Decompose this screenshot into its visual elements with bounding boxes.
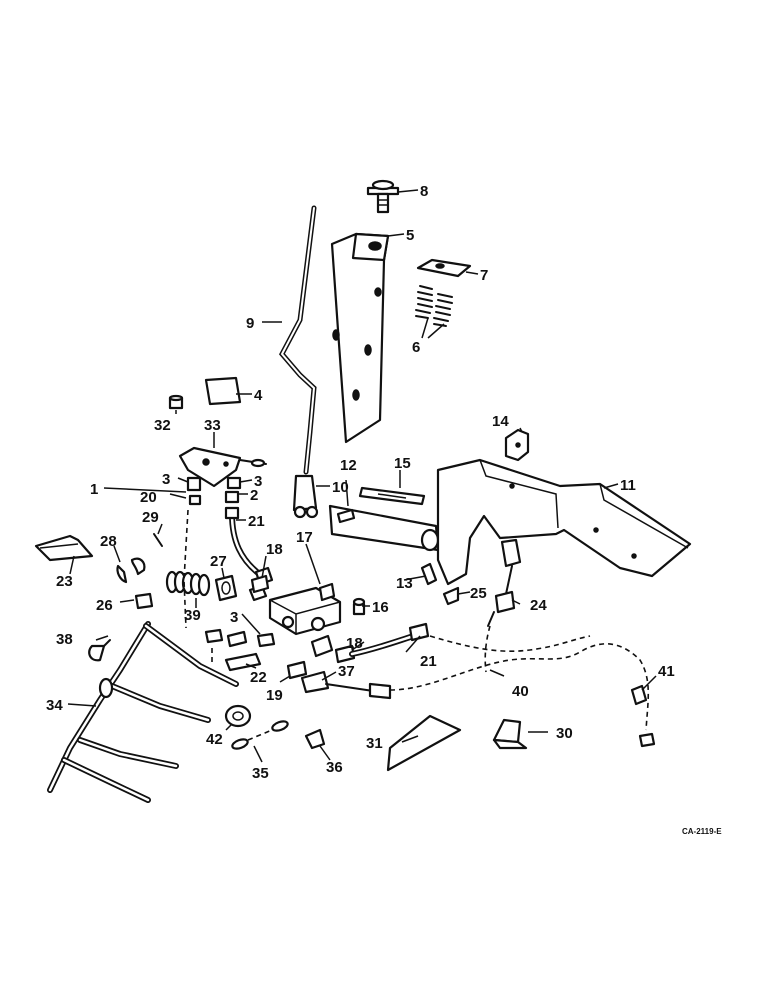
callout-21b: 21 [420,653,437,670]
part-7-plate [416,258,472,278]
part-12-plate [328,504,440,552]
callout-18a: 18 [266,541,283,558]
part-23-bracket [34,534,94,562]
callout-24: 24 [530,597,547,614]
part-10-clevis [292,474,319,519]
callout-26: 26 [96,597,113,614]
part-13-pin [420,562,438,586]
part-31-plate [386,714,462,772]
callout-19: 19 [266,687,283,704]
callout-3a: 3 [162,471,170,488]
callout-14: 14 [492,413,509,430]
callout-11: 11 [620,477,636,494]
callout-1: 1 [90,481,98,498]
part-30-bracket [492,718,528,750]
part-16-knob [352,597,366,616]
callout-25: 25 [470,585,487,602]
part-15-strap [358,486,426,506]
callout-38: 38 [56,631,73,648]
part-32-cap [168,394,184,410]
part-41-cable [630,684,656,748]
callout-20: 20 [140,489,157,506]
callout-27: 27 [210,553,227,570]
callout-34: 34 [46,697,63,714]
part-35-chain [231,720,289,750]
part-4-cover [204,376,242,406]
callout-15: 15 [394,455,411,472]
part-28-clips [116,557,146,584]
callout-9: 9 [246,315,254,332]
callout-30: 30 [556,725,573,742]
part-11-shield [436,458,692,586]
leader-lines [67,189,657,763]
callout-31: 31 [366,735,383,752]
part-34-hanger [47,621,239,803]
callout-36: 36 [326,759,343,776]
part-33-valve-bracket [178,446,267,488]
part-38-hook [88,639,111,662]
callout-22: 22 [250,669,267,686]
callout-10: 10 [332,479,349,496]
callout-32: 32 [154,417,171,434]
callout-8: 8 [420,183,428,200]
part-42-grommet [224,704,252,728]
lower-fittings [204,574,430,700]
fittings-upper [186,476,242,506]
callout-41: 41 [658,663,675,680]
part-29-pin [153,533,163,547]
part-5-pedestal [330,232,390,444]
part-14-clip [504,428,530,462]
callout-21a: 21 [248,513,265,530]
part-25-clip [442,586,460,606]
callout-35: 35 [252,765,269,782]
part-36-clip [304,728,326,750]
callout-12: 12 [340,457,357,474]
part-27-washer [214,574,238,602]
callout-39: 39 [184,607,201,624]
callout-40: 40 [512,683,529,700]
dashed-line-left [183,509,213,664]
callout-5: 5 [406,227,414,244]
callout-3b: 3 [254,473,262,490]
callout-7: 7 [480,267,488,284]
callout-17: 17 [296,529,313,546]
callout-29: 29 [142,509,159,526]
figure-code: CA-2119-E [682,827,722,836]
callout-18b: 18 [346,635,363,652]
part-9-lever-rod [278,205,317,475]
callout-23: 23 [56,573,73,590]
callout-3c: 3 [230,609,238,626]
part-17-control-valve [248,582,342,636]
callout-13: 13 [396,575,413,592]
callout-4: 4 [254,387,263,404]
callout-2: 2 [250,487,258,504]
part-39-spring [165,570,211,597]
callout-33: 33 [204,417,221,434]
part-8-bolt [366,179,400,214]
part-40-hydraulic-line [389,625,650,731]
callout-labels: 8 5 7 6 9 4 32 33 3 3 1 2 20 10 14 12 15… [46,183,722,836]
callout-37: 37 [338,663,355,680]
part-6-springs [415,285,453,327]
callout-42: 42 [206,731,223,748]
part-26-plug [134,592,154,610]
callout-28: 28 [100,533,117,550]
part-24-switch [487,538,522,627]
callout-6: 6 [412,339,420,356]
callout-16: 16 [372,599,389,616]
